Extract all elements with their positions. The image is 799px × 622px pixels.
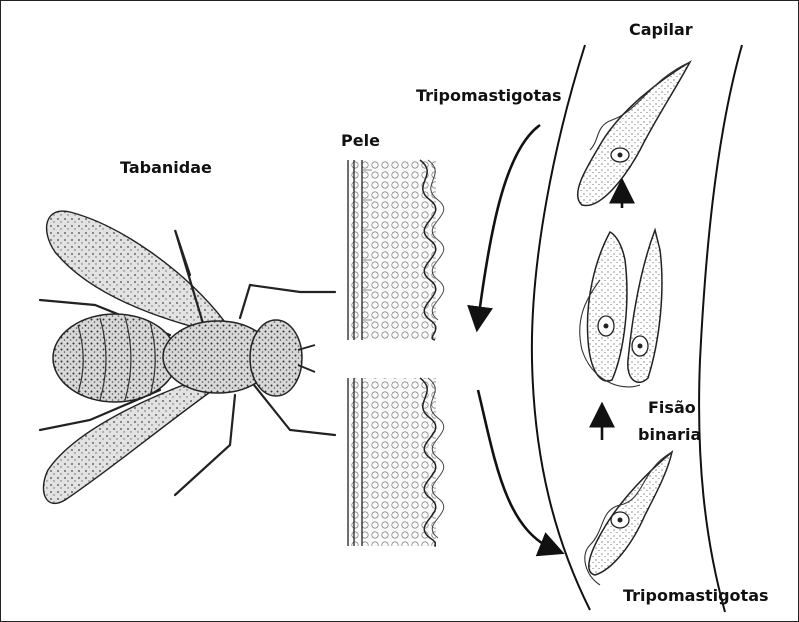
trypomastigote-top-label: Tripomastigotas xyxy=(416,86,562,105)
tabanid-fly xyxy=(40,211,335,503)
trypomastigote-bottom-label: Tripomastigotas xyxy=(623,586,769,605)
trypomastigote-dividing xyxy=(580,230,662,387)
capillary-label: Capilar xyxy=(629,20,693,39)
skin-section-lower xyxy=(348,378,444,546)
insect-label: Tabanidae xyxy=(120,158,212,177)
skin-section-upper xyxy=(348,160,444,340)
trypomastigote-bottom xyxy=(585,452,672,585)
binary-fission-label-line1: Fisão xyxy=(648,398,696,417)
binary-fission-label-line2: binaria xyxy=(638,425,701,444)
skin-label: Pele xyxy=(341,131,380,150)
trypomastigote-top xyxy=(578,62,690,206)
